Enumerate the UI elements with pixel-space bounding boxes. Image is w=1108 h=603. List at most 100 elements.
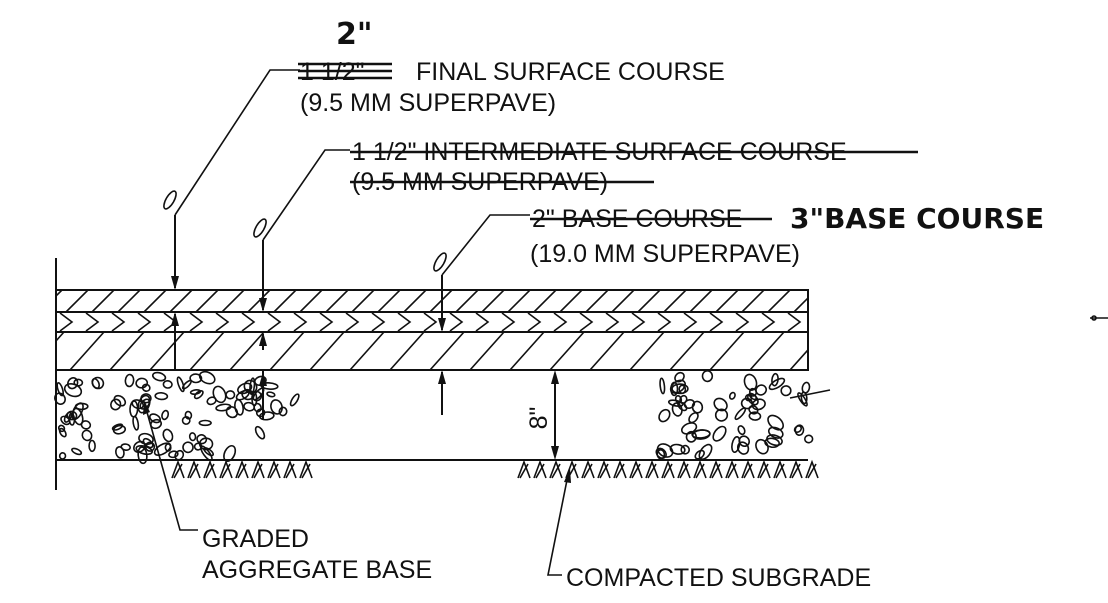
hatch-line [195, 290, 219, 312]
aggregate-stone [129, 400, 139, 418]
base-course-leader [433, 214, 530, 415]
chevron-mark [293, 312, 308, 332]
subgrade-mark [791, 463, 801, 479]
aggregate-depth-dimension: 8" [525, 370, 559, 460]
hatch-line [377, 290, 401, 312]
aggregate-stone [81, 429, 93, 442]
aggregate-stone [671, 383, 689, 395]
subgrade-mark [187, 459, 201, 479]
graded-aggregate-label-line1: GRADED [202, 525, 309, 553]
aggregate-stone [135, 377, 149, 389]
chevron-mark [631, 312, 646, 332]
hatch-line [69, 332, 105, 370]
base-course-spec-label: (19.0 MM SUPERPAVE) [530, 240, 800, 268]
chevron-mark [553, 312, 568, 332]
aggregate-stone [132, 415, 140, 431]
subgrade-mark [677, 459, 691, 479]
aggregate-stone [142, 437, 154, 449]
aggregate-stone [206, 396, 217, 406]
aggregate-stone [712, 425, 727, 442]
subgrade-mark [727, 463, 737, 479]
chevron-mark [137, 312, 152, 332]
chevron-mark [423, 312, 438, 332]
aggregate-stone [701, 370, 714, 383]
aggregate-stone [189, 373, 203, 384]
aggregate-stone [176, 376, 185, 393]
aggregate-stone [58, 427, 67, 438]
aggregate-stone [249, 377, 256, 396]
graded-aggregate-right [655, 370, 814, 460]
hatch-line [273, 290, 297, 312]
subgrade-mark [629, 459, 643, 479]
subgrade-mark [549, 459, 563, 479]
subgrade-hatch-left [171, 459, 313, 479]
subgrade-mark [189, 463, 199, 479]
aggregate-stone [162, 379, 173, 389]
hatch-line [820, 290, 842, 312]
aggregate-stone [137, 394, 151, 414]
hatch-line [56, 332, 65, 343]
aggregate-stone [63, 411, 73, 423]
aggregate-stone [225, 390, 236, 400]
chevron-mark [683, 312, 698, 332]
compacted-subgrade-label: COMPACTED SUBGRADE [566, 564, 871, 592]
graded-aggregate-left [54, 370, 300, 465]
aggregate-stone [694, 449, 705, 460]
hatch-line [299, 290, 323, 312]
subgrade-mark [743, 463, 753, 479]
hatch-line [715, 290, 739, 312]
subgrade-mark [221, 463, 231, 479]
hatch-line [269, 332, 305, 370]
subgrade-mark [301, 463, 311, 479]
chevron-mark [527, 312, 542, 332]
aggregate-depth-label: 8" [525, 407, 553, 430]
hatch-line [109, 332, 145, 370]
aggregate-stone [691, 429, 711, 439]
aggregate-break-line [789, 389, 831, 399]
aggregate-stone [110, 398, 122, 411]
subgrade-mark [759, 463, 769, 479]
aggregate-stone [164, 443, 172, 452]
subgrade-mark [253, 463, 263, 479]
subgrade-mark [203, 459, 217, 479]
subgrade-mark [725, 459, 739, 479]
aggregate-stone [243, 401, 256, 412]
hatch-line [507, 290, 531, 312]
aggregate-stone [91, 377, 100, 390]
aggregate-stone [683, 399, 696, 409]
base-course-struck-group: 2" BASE COURSE [530, 205, 772, 233]
final-surface-leader [163, 69, 300, 370]
aggregate-stone [780, 385, 792, 397]
chevron-mark [605, 312, 620, 332]
hatch-line [117, 290, 141, 312]
handwritten-final-thickness: 2" [336, 17, 373, 52]
hatch-line [91, 290, 115, 312]
chevron-mark [371, 312, 386, 332]
hatch-line [533, 290, 557, 312]
aggregate-stone [189, 389, 202, 395]
subgrade-mark [269, 463, 279, 479]
subgrade-mark [519, 463, 529, 479]
chevron-mark [501, 312, 516, 332]
aggregate-stone [278, 406, 288, 417]
sketch-dot [1091, 315, 1097, 321]
hatch-line [309, 332, 345, 370]
aggregate-stone [289, 393, 300, 407]
aggregate-stone [728, 391, 736, 400]
aggregate-stone [124, 373, 135, 388]
aggregate-stone [111, 423, 124, 431]
subgrade-mark [251, 459, 265, 479]
aggregate-stone [182, 441, 194, 454]
aggregate-stone [237, 382, 253, 395]
hatch-line [559, 290, 583, 312]
subgrade-mark [695, 463, 705, 479]
subgrade-mark [237, 463, 247, 479]
intermediate-layer-hatch [59, 312, 802, 332]
subgrade-mark [235, 459, 249, 479]
hatch-line [349, 332, 385, 370]
aggregate-stone [797, 392, 808, 407]
hatch-line [793, 296, 808, 312]
aggregate-stone [63, 382, 83, 398]
hatch-line [749, 332, 785, 370]
aggregate-stone [113, 394, 127, 407]
